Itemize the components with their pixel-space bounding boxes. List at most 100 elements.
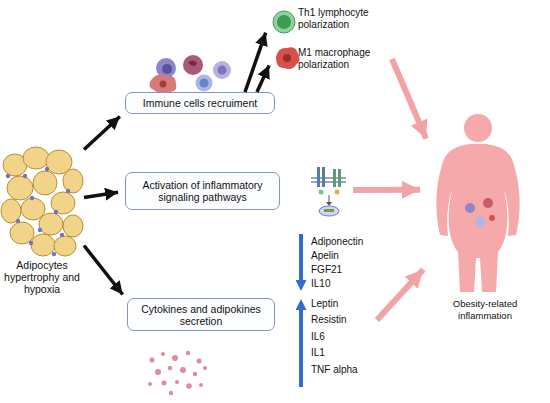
decrease-arrow bbox=[299, 234, 303, 286]
arrow-connector bbox=[353, 187, 420, 193]
node-text: M1 macrophage polarization bbox=[298, 47, 392, 71]
arrow-connector bbox=[84, 117, 120, 150]
signal-molecule bbox=[319, 190, 324, 195]
arrow-connector bbox=[392, 59, 426, 139]
molecule-dot bbox=[169, 391, 173, 395]
arrow-connector bbox=[84, 246, 123, 295]
cell-nucleus bbox=[277, 15, 291, 29]
molecule-dot bbox=[199, 383, 203, 387]
adipocyte bbox=[31, 234, 55, 256]
text-area: Obesity-related inflammation bbox=[430, 298, 540, 322]
text-area: M1 macrophage polarization bbox=[298, 44, 392, 74]
factor-label: FGF21 bbox=[311, 264, 342, 276]
arrow-connector bbox=[257, 65, 269, 92]
person-figure bbox=[436, 114, 519, 292]
nucleus-dot bbox=[52, 252, 56, 256]
receptor-symbol bbox=[333, 169, 336, 187]
signaling-icon bbox=[311, 167, 346, 216]
figure-node: Obesity-related inflammation bbox=[430, 110, 540, 320]
node-text: Cytokines and adipokines secretion bbox=[134, 303, 268, 327]
belly-cell bbox=[483, 198, 493, 208]
process-box: Activation of inflammatory signaling pat… bbox=[125, 162, 353, 218]
nucleus-dot bbox=[6, 174, 10, 178]
adipocyte bbox=[23, 147, 49, 169]
molecule-dot bbox=[161, 352, 165, 356]
nucleus-dot bbox=[23, 174, 27, 178]
factor-label: Leptin bbox=[311, 298, 338, 310]
nucleus-dot bbox=[66, 189, 70, 193]
molecule-dot bbox=[180, 367, 186, 373]
nucleus-dot bbox=[38, 228, 42, 232]
receptor-symbol bbox=[317, 167, 320, 187]
cell-nucleus bbox=[283, 54, 291, 62]
nucleus-dot bbox=[30, 196, 34, 200]
nucleus-shape bbox=[319, 206, 339, 216]
text-area: Adipocytes hypertrophy and hypoxia bbox=[0, 259, 84, 295]
molecule-dot bbox=[186, 383, 192, 389]
molecule-dot bbox=[162, 381, 167, 386]
adipocyte bbox=[1, 199, 21, 223]
cell-cluster-node: Adipocytes hypertrophy and hypoxia bbox=[0, 145, 84, 295]
molecule-dot bbox=[172, 355, 178, 361]
factor-label: Resistin bbox=[311, 314, 347, 326]
lymphocyte-cell bbox=[273, 11, 295, 33]
node-text: Activation of inflammatory signaling pat… bbox=[132, 179, 273, 203]
adipocyte bbox=[51, 192, 75, 214]
signal-molecule bbox=[335, 190, 340, 195]
adipocyte bbox=[63, 169, 83, 193]
molecule-dot bbox=[186, 351, 190, 355]
head-shape bbox=[464, 114, 492, 142]
factor-label: IL6 bbox=[311, 331, 325, 343]
molecule-dot bbox=[168, 366, 172, 370]
cell-label-node: M1 macrophage polarization bbox=[272, 44, 392, 74]
adipocyte bbox=[39, 213, 63, 235]
cell-label-node: Th1 lymphocyte polarization bbox=[268, 2, 380, 42]
rounded-box: Cytokines and adipokines secretion bbox=[127, 298, 275, 331]
factor-label: TNF alpha bbox=[311, 364, 358, 376]
immune-cell bbox=[196, 75, 213, 92]
node-text: Th1 lymphocyte polarization bbox=[298, 7, 382, 31]
secreted-molecules bbox=[148, 351, 207, 395]
adipocyte bbox=[7, 176, 33, 200]
node-text: Adipocytes hypertrophy and hypoxia bbox=[0, 259, 84, 295]
node-text: Obesity-related inflammation bbox=[430, 298, 540, 322]
immune-cell bbox=[213, 61, 231, 79]
macrophage-cell bbox=[150, 74, 177, 93]
nucleus-dot bbox=[29, 241, 33, 245]
body-shape bbox=[436, 144, 519, 292]
receptor-symbol bbox=[322, 167, 325, 187]
arrow-connector bbox=[84, 192, 118, 197]
adipocyte bbox=[33, 171, 57, 195]
adipocyte-nuclei bbox=[6, 167, 70, 256]
cell-nucleus bbox=[162, 64, 172, 74]
nucleus-dot bbox=[45, 167, 49, 171]
molecule-dot bbox=[148, 382, 152, 386]
cell-nucleus bbox=[160, 81, 167, 88]
receptor-symbol bbox=[338, 169, 341, 187]
arrow-connector bbox=[245, 33, 266, 92]
macrophage-cell bbox=[276, 47, 300, 69]
adipocyte bbox=[63, 215, 83, 237]
factor-label: IL1 bbox=[311, 347, 325, 359]
belly-cell bbox=[489, 215, 495, 221]
cell-nucleus bbox=[188, 61, 197, 67]
molecule-dot bbox=[197, 359, 202, 364]
belly-cell bbox=[465, 203, 475, 213]
signal-arrow bbox=[326, 202, 332, 206]
immune-cells bbox=[150, 55, 232, 94]
nucleus-dot bbox=[16, 219, 20, 223]
rounded-box: Activation of inflammatory signaling pat… bbox=[125, 172, 280, 210]
cell-nucleus bbox=[200, 79, 209, 88]
factor-label: Adiponectin bbox=[311, 236, 363, 248]
cell-body bbox=[273, 11, 295, 33]
molecule-dot bbox=[155, 369, 161, 375]
adipocyte bbox=[10, 222, 34, 244]
node-text: Immune cells recruiment bbox=[143, 97, 257, 109]
cell-nucleus bbox=[218, 66, 227, 75]
text-area: Th1 lymphocyte polarization bbox=[298, 4, 382, 34]
signal-arrow bbox=[329, 195, 330, 203]
belly-cell bbox=[475, 217, 485, 227]
molecule-dot bbox=[175, 380, 179, 384]
